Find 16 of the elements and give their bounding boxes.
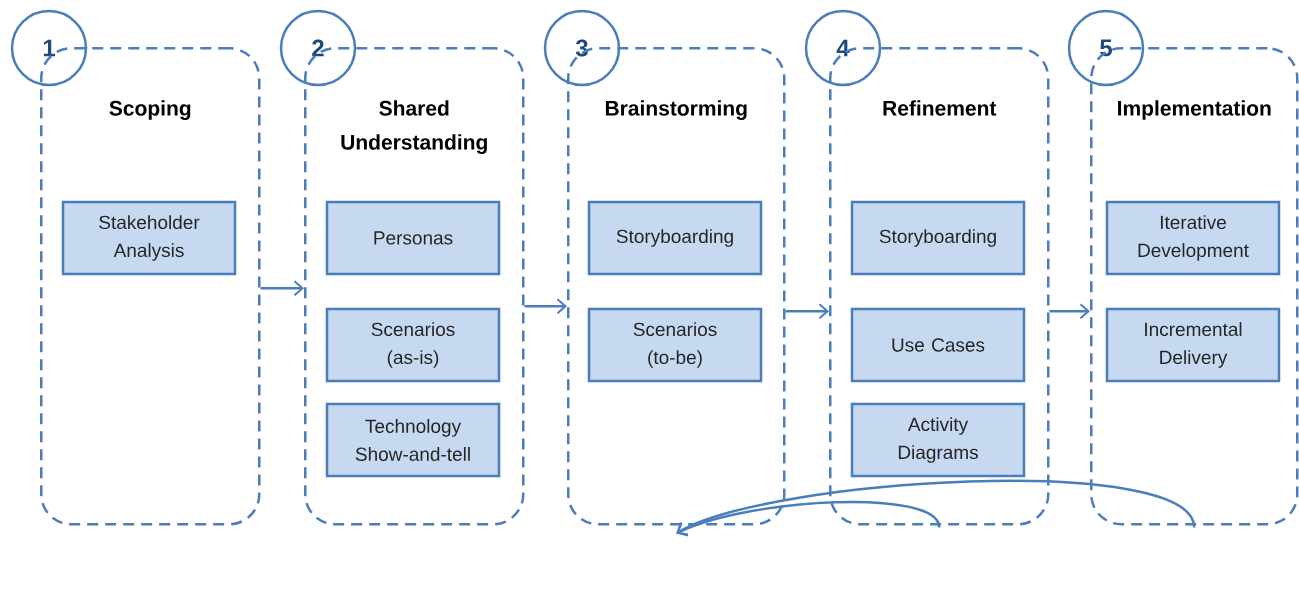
technique-box: Activity Diagrams [850,402,1026,478]
technique-box: Technology Show-and-tell [325,402,501,478]
arrow [676,479,1196,536]
technique-box: Scenarios (as-is) [325,307,501,383]
technique-box: Stakeholder Analysis [61,200,237,276]
technique-box: Personas [325,200,501,276]
technique-box: Use Cases [850,307,1026,383]
arrow [260,280,304,297]
arrow [785,303,829,320]
arrow [524,298,567,315]
technique-box: Storyboarding [587,200,763,276]
technique-box: Incremental Delivery [1105,307,1281,383]
technique-box: Storyboarding [850,200,1026,276]
arrow [1049,303,1090,320]
technique-box: Scenarios (to-be) [587,307,763,383]
technique-box: Iterative Development [1105,200,1281,276]
